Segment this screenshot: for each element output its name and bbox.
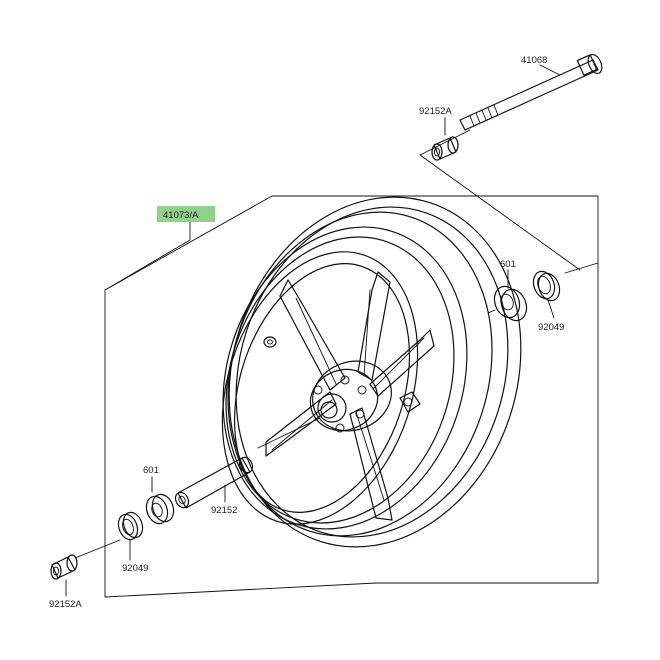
label-seal-right: 92049	[538, 322, 564, 333]
label-bearing-right: 601	[500, 259, 516, 270]
label-seal-left: 92049	[122, 563, 148, 574]
shaft-41068	[459, 53, 603, 131]
wheel-label-highlight	[157, 206, 215, 222]
wheel-hub	[309, 360, 421, 433]
label-spacer: 92152	[211, 505, 237, 516]
spacer-tube	[174, 456, 254, 509]
wheel-leader-line-2	[104, 239, 191, 291]
label-shaft: 41068	[521, 55, 547, 66]
label-collar-bottom: 92152A	[49, 599, 82, 610]
label-bearing-left: 601	[143, 465, 159, 476]
collar-top	[431, 117, 459, 161]
bearing-right	[487, 269, 528, 322]
wheel-spokes	[265, 271, 435, 521]
shaft-frame	[419, 129, 581, 271]
label-wheel[interactable]: 41073/A	[163, 210, 199, 221]
valve-stem	[263, 336, 277, 348]
label-collar-top: 92152A	[419, 106, 452, 117]
axle-line	[257, 417, 321, 449]
seal-left	[117, 511, 144, 561]
seal-right	[532, 270, 561, 319]
wheel-assembly	[221, 196, 522, 548]
shaft-frame-right	[564, 262, 599, 274]
bearing-left	[145, 476, 175, 525]
collar-bottom	[50, 539, 121, 597]
